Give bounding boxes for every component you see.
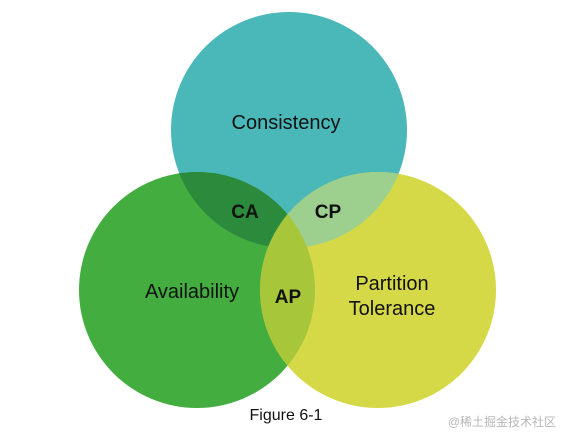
availability-label: Availability — [145, 281, 239, 303]
cp-label: CP — [315, 202, 342, 223]
ap-label: AP — [275, 287, 302, 308]
partition-label-line1: Partition — [355, 273, 428, 295]
figure-caption: Figure 6-1 — [250, 407, 323, 424]
partition-label-line2: Tolerance — [349, 298, 436, 320]
watermark-text: @稀土掘金技术社区 — [448, 414, 556, 429]
cp-overlap-region — [260, 172, 407, 248]
ca-label: CA — [231, 202, 259, 223]
consistency-label: Consistency — [232, 112, 341, 134]
ca-overlap-region — [171, 172, 315, 248]
